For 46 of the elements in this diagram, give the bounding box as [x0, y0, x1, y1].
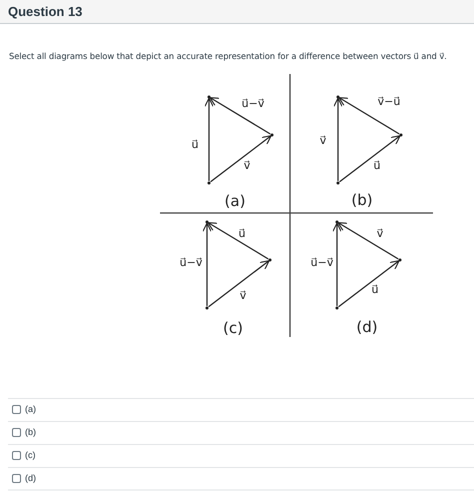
vector-arrow: [207, 222, 269, 260]
vector-arrow: [210, 135, 272, 182]
edge-label: u⃗−v⃗: [180, 256, 202, 270]
vector-arrow: [208, 260, 270, 308]
vertex-point: [270, 134, 274, 136]
vertex-point: [400, 134, 402, 136]
vector-arrow: [332, 222, 342, 306]
edge-label: u⃗: [374, 160, 380, 172]
vector-arrow: [337, 222, 399, 260]
vertex-point: [398, 258, 402, 262]
edge-label: v⃗−u⃗: [378, 96, 400, 108]
vector-arrow: [204, 98, 214, 181]
option-label: (b): [25, 427, 36, 437]
vertex-point: [336, 96, 340, 98]
edge-label: u⃗−v⃗: [242, 98, 264, 110]
option-label: (d): [25, 473, 36, 483]
vertex-point: [336, 220, 338, 224]
vector-arrow: [333, 98, 343, 181]
panel-caption: (b): [351, 191, 373, 209]
vertex-point: [206, 220, 208, 224]
vertex-point: [336, 306, 338, 310]
edge-label: u⃗−v⃗: [310, 256, 334, 270]
vertex-point: [208, 182, 210, 184]
question-text: Select all diagrams below that depict an accurate representation for a difference between vectors u⃗ and v⃗.: [9, 51, 447, 61]
vector-arrow: [209, 97, 271, 134]
panel-caption: (a): [224, 192, 246, 210]
vertex-point: [206, 306, 208, 310]
vertex-point: [208, 96, 210, 98]
edge-label: v⃗: [244, 160, 250, 172]
vector-arrow: [202, 222, 212, 306]
panel-caption: (d): [356, 318, 378, 336]
option-label: (a): [25, 404, 36, 414]
question-title: Question 13: [8, 4, 82, 19]
option-label: (c): [25, 450, 36, 460]
edge-label: v⃗: [376, 228, 384, 240]
vector-arrow: [338, 97, 400, 134]
edge-label: v⃗: [320, 134, 326, 148]
edge-label: u⃗: [192, 138, 198, 152]
edge-label: u⃗: [238, 228, 246, 240]
vertex-point: [336, 182, 340, 184]
vector-arrow: [339, 135, 401, 182]
vertex-point: [268, 258, 272, 262]
edge-label: v⃗: [240, 290, 246, 302]
edge-label: u⃗: [372, 284, 378, 296]
panel-caption: (c): [223, 319, 243, 337]
vector-arrow: [338, 260, 400, 308]
